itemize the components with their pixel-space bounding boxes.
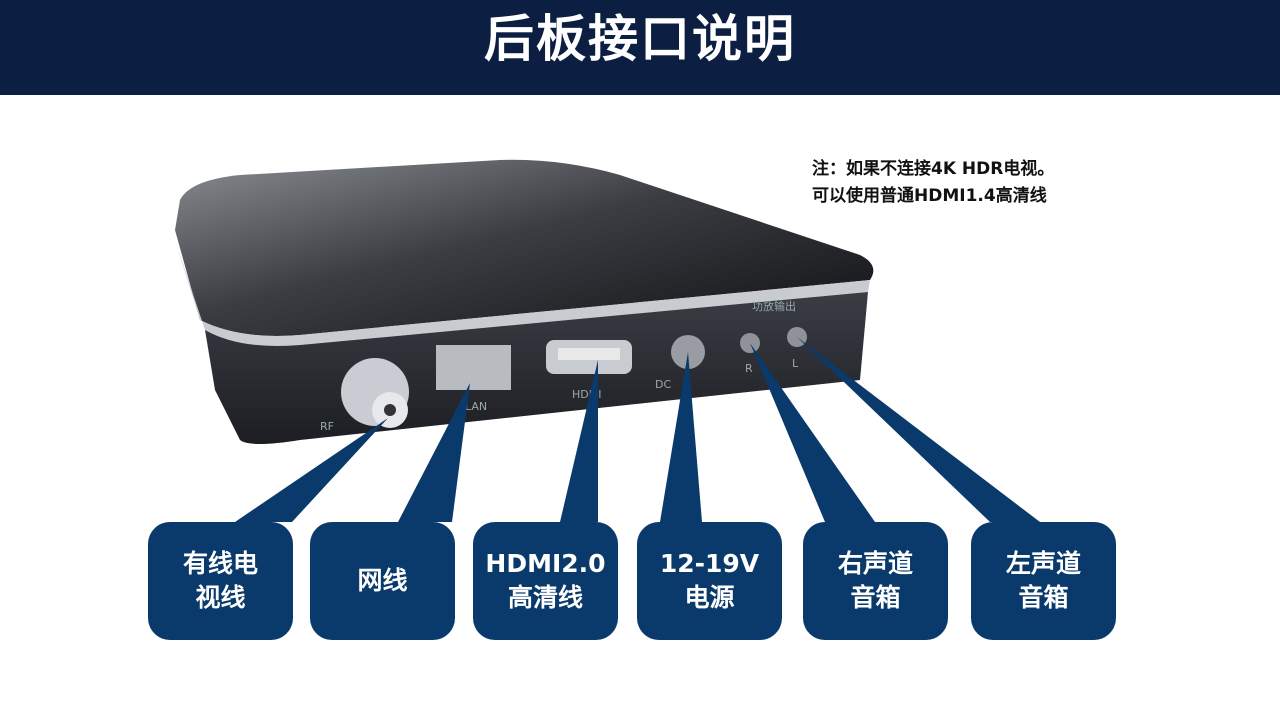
callout-pointer-dc <box>660 352 702 522</box>
r-label: R <box>745 362 753 375</box>
dc-label: DC <box>655 378 671 391</box>
l-label: L <box>792 357 799 370</box>
rf-label: RF <box>320 420 334 433</box>
callout-pointer-lan <box>398 383 470 522</box>
note-line-2: 可以使用普通HDMI1.4高清线 <box>812 186 1047 206</box>
callout-pointer-l <box>797 337 1040 522</box>
callout-network: 网线 <box>310 522 455 640</box>
lan-label: LAN <box>465 400 487 413</box>
callout-right-speaker: 右声道 音箱 <box>803 522 948 640</box>
callout-pointer-rf <box>235 418 388 522</box>
page-title: 后板接口说明 <box>484 10 796 68</box>
device-rim <box>175 240 870 346</box>
callout-hdmi: HDMI2.0 高清线 <box>473 522 618 640</box>
note-text: 注：如果不连接4K HDR电视。 可以使用普通HDMI1.4高清线 <box>812 156 1054 210</box>
header-bar: 后板接口说明 <box>0 0 1280 95</box>
lan-port <box>436 345 511 390</box>
callout-cable-tv: 有线电 视线 <box>148 522 293 640</box>
callout-left-speaker: 左声道 音箱 <box>971 522 1116 640</box>
device-top <box>175 159 874 336</box>
callout-pointer-r <box>750 343 875 522</box>
callout-pointer-hdmi <box>560 360 598 522</box>
callout-power: 12-19V 电源 <box>637 522 782 640</box>
note-line-1: 注：如果不连接4K HDR电视。 <box>812 159 1055 179</box>
amp-output-label: 功放输出 <box>752 299 796 313</box>
